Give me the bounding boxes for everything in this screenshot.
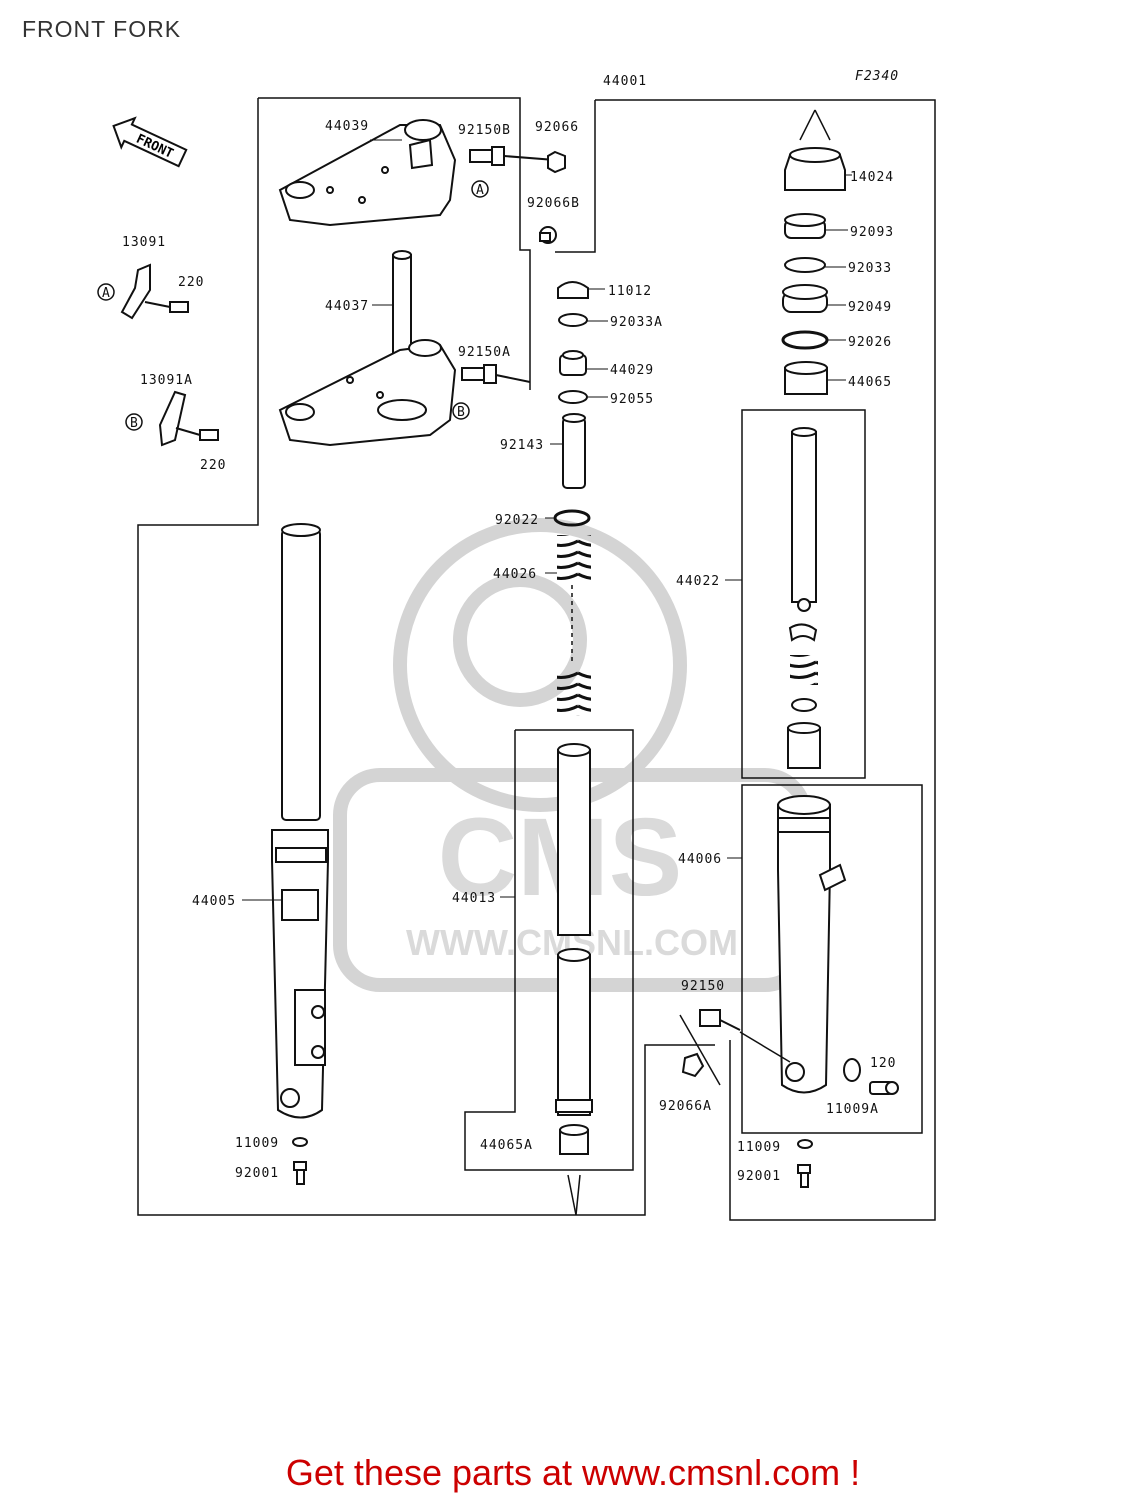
part-label-92001-right: 92001 [737,1169,781,1184]
part-label-11009-left: 11009 [235,1136,279,1151]
oring-92055 [558,390,588,404]
svg-text:A: A [476,183,485,198]
part-label-11009-right: 11009 [737,1140,781,1155]
part-label-44006: 44006 [678,852,722,867]
part-label-11009a: 11009A [826,1102,879,1117]
part-label-120: 120 [870,1056,896,1071]
leader-lines [242,139,852,901]
bolt-11009a [869,1081,899,1095]
part-label-13091a: 13091A [140,373,193,388]
bolt-92001-left [293,1161,307,1185]
part-label-13091: 13091 [122,235,166,250]
washer-11009-right [797,1139,813,1149]
spacer-92143 [562,413,586,489]
ring-92026 [781,330,829,350]
bolt-44029 [559,350,587,376]
marker-a-left: A [97,283,115,301]
part-label-44029: 44029 [610,363,654,378]
part-label-92066: 92066 [535,120,579,135]
nut-92066a [679,1014,721,1086]
right-fork-leg-44006 [777,795,847,1094]
bolt-92150 [699,1009,791,1063]
steering-stem-44037 [278,250,457,447]
washer-92049 [782,284,828,313]
bolt-92150b [469,146,566,174]
part-label-44022: 44022 [676,574,720,589]
direction-arrow-icon [567,1174,581,1216]
part-label-44039: 44039 [325,119,369,134]
group-outlines [137,97,936,1221]
marker-a-upper: A [471,180,489,198]
oring-92033a [558,313,588,327]
part-label-44013: 44013 [452,891,496,906]
front-arrow-icon: FRONT [112,116,188,168]
part-label-44037: 44037 [325,299,369,314]
bolt-92001-right [797,1164,811,1188]
left-fork-leg-44005 [271,523,329,1119]
part-label-92066b: 92066B [527,196,580,211]
part-label-44001: 44001 [603,74,647,89]
page-title: FRONT FORK [22,16,182,42]
washer-120 [843,1058,861,1082]
diagram-reference: F2340 [855,69,899,84]
cap-11012 [557,281,589,299]
part-label-44065: 44065 [848,375,892,390]
part-label-92033a: 92033A [610,315,663,330]
svg-text:B: B [457,405,466,420]
part-label-92150b: 92150B [458,123,511,138]
part-label-92033: 92033 [848,261,892,276]
footer-parts-link[interactable]: Get these parts at www.cmsnl.com ! [285,1452,861,1493]
marker-b-right: B [452,402,470,420]
bush-44065 [784,361,828,395]
part-label-220-lower: 220 [200,458,226,473]
part-label-92049: 92049 [848,300,892,315]
part-label-44026: 44026 [493,567,537,582]
upper-bracket-44039 [278,119,457,227]
part-label-14024: 14024 [850,170,894,185]
part-label-92026: 92026 [848,335,892,350]
part-label-92022: 92022 [495,513,539,528]
clamp-13091 [120,263,189,320]
part-label-11012: 11012 [608,284,652,299]
inner-tube-44013 [555,743,593,1116]
washer-11009-left [292,1137,308,1147]
part-label-92143: 92143 [500,438,544,453]
part-label-92001-left: 92001 [235,1166,279,1181]
part-label-44005: 44005 [192,894,236,909]
ring-92033 [784,257,826,273]
part-label-44065a: 44065A [480,1138,533,1153]
front-fork-diagram: CMS WWW.CMSNL.COM FRONT [97,69,936,1221]
top-cap-14024 [784,109,846,191]
part-labels: 44001 F2340 44039 92150B 92066 92066B 14… [122,69,899,1184]
part-label-92150a: 92150A [458,345,511,360]
nut-92066b [539,226,557,244]
part-label-220-upper: 220 [178,275,204,290]
clamp-13091a [158,390,219,447]
part-label-92066a: 92066A [659,1099,712,1114]
part-label-92055: 92055 [610,392,654,407]
spring-44026 [557,535,591,716]
bush-44065a [559,1124,589,1155]
svg-text:B: B [130,416,139,431]
seal-92093 [784,213,826,239]
marker-b-left: B [125,413,143,431]
part-label-92093: 92093 [850,225,894,240]
cylinder-44022 [787,427,821,769]
part-label-92150: 92150 [681,979,725,994]
svg-text:A: A [102,286,111,301]
bolt-92150a [461,364,531,384]
